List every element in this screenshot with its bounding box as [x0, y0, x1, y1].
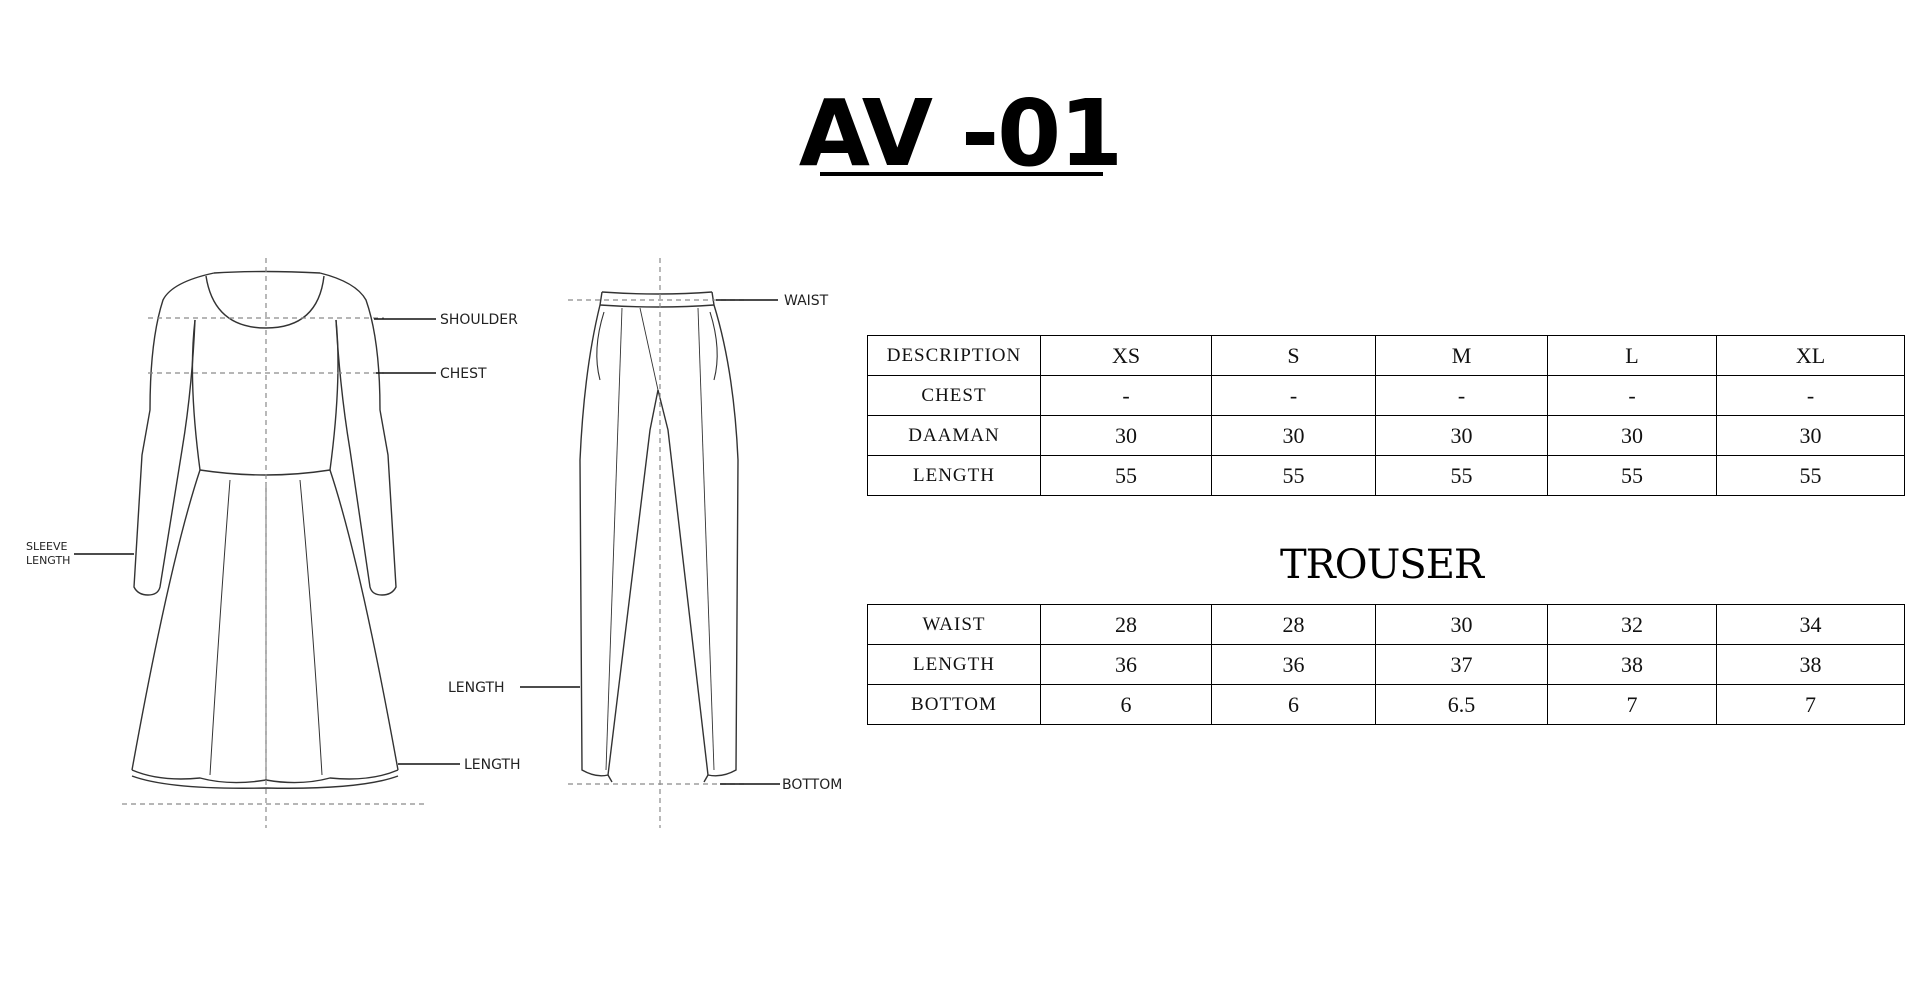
row-label: BOTTOM — [867, 684, 1041, 725]
table-cell: 55 — [1716, 455, 1905, 496]
label-chest: CHEST — [440, 366, 487, 382]
table-cell: 55 — [1211, 455, 1376, 496]
label-shoulder: SHOULDER — [440, 312, 518, 328]
table-cell: 6 — [1211, 684, 1376, 725]
trouser-callouts — [520, 299, 780, 785]
header-cell: DESCRIPTION — [867, 335, 1041, 376]
table-cell: 30 — [1040, 415, 1212, 456]
label-dress-length: LENGTH — [464, 757, 521, 773]
table-row: CHEST - - - - - — [867, 375, 1905, 416]
label-sleeve-second-line: LENGTH — [26, 554, 70, 567]
table-header-row: DESCRIPTION XS S M L XL — [867, 335, 1905, 376]
header-cell: M — [1375, 335, 1548, 376]
label-waist: WAIST — [784, 293, 829, 309]
table-cell: 7 — [1716, 684, 1905, 725]
trouser-size-table: WAIST 28 28 30 32 34 LENGTH 36 36 37 38 … — [867, 604, 1905, 725]
measurement-diagram: SHOULDER CHEST SLEEVE LENGTH LENGTH WAIS… — [26, 258, 842, 828]
row-label: WAIST — [867, 604, 1041, 645]
table-cell: 30 — [1547, 415, 1717, 456]
label-trouser-length: LENGTH — [448, 680, 505, 696]
row-label: DAAMAN — [867, 415, 1041, 456]
table-cell: 30 — [1716, 415, 1905, 456]
table-cell: - — [1716, 375, 1905, 416]
label-sleeve: SLEEVE — [26, 540, 68, 553]
table-cell: 28 — [1040, 604, 1212, 645]
table-cell: 55 — [1547, 455, 1717, 496]
row-label: CHEST — [867, 375, 1041, 416]
title-underline — [820, 172, 1103, 176]
table-cell: 6.5 — [1375, 684, 1548, 725]
table-cell: 37 — [1375, 644, 1548, 685]
row-label: LENGTH — [867, 644, 1041, 685]
table-cell: 30 — [1211, 415, 1376, 456]
table-cell: 30 — [1375, 604, 1548, 645]
page-title: AV -01 — [798, 80, 1123, 187]
label-bottom: BOTTOM — [782, 777, 842, 793]
table-cell: 6 — [1040, 684, 1212, 725]
table-cell: - — [1211, 375, 1376, 416]
header-cell: XL — [1716, 335, 1905, 376]
dress-sketch — [131, 270, 399, 789]
table-row: DAAMAN 30 30 30 30 30 — [867, 415, 1905, 456]
table-cell: 28 — [1211, 604, 1376, 645]
table-cell: 55 — [1375, 455, 1548, 496]
table-cell: - — [1375, 375, 1548, 416]
table-row: LENGTH 55 55 55 55 55 — [867, 455, 1905, 496]
table-cell: 38 — [1716, 644, 1905, 685]
table-cell: 55 — [1040, 455, 1212, 496]
table-cell: 7 — [1547, 684, 1717, 725]
trouser-guides — [568, 258, 744, 828]
table-cell: 38 — [1547, 644, 1717, 685]
table-cell: 30 — [1375, 415, 1548, 456]
table-cell: 36 — [1211, 644, 1376, 685]
trouser-sketch — [579, 291, 739, 783]
shirt-size-table: DESCRIPTION XS S M L XL CHEST - - - - - … — [867, 335, 1905, 496]
table-row: WAIST 28 28 30 32 34 — [867, 604, 1905, 645]
table-row: BOTTOM 6 6 6.5 7 7 — [867, 684, 1905, 725]
table-cell: 34 — [1716, 604, 1905, 645]
table-cell: 36 — [1040, 644, 1212, 685]
dress-callouts — [74, 318, 460, 765]
table-row: LENGTH 36 36 37 38 38 — [867, 644, 1905, 685]
header-cell: L — [1547, 335, 1717, 376]
row-label: LENGTH — [867, 455, 1041, 496]
table-cell: - — [1040, 375, 1212, 416]
dress-guides — [122, 258, 428, 828]
header-cell: S — [1211, 335, 1376, 376]
table-cell: - — [1547, 375, 1717, 416]
trouser-section-title: TROUSER — [1279, 542, 1484, 588]
header-cell: XS — [1040, 335, 1212, 376]
table-cell: 32 — [1547, 604, 1717, 645]
